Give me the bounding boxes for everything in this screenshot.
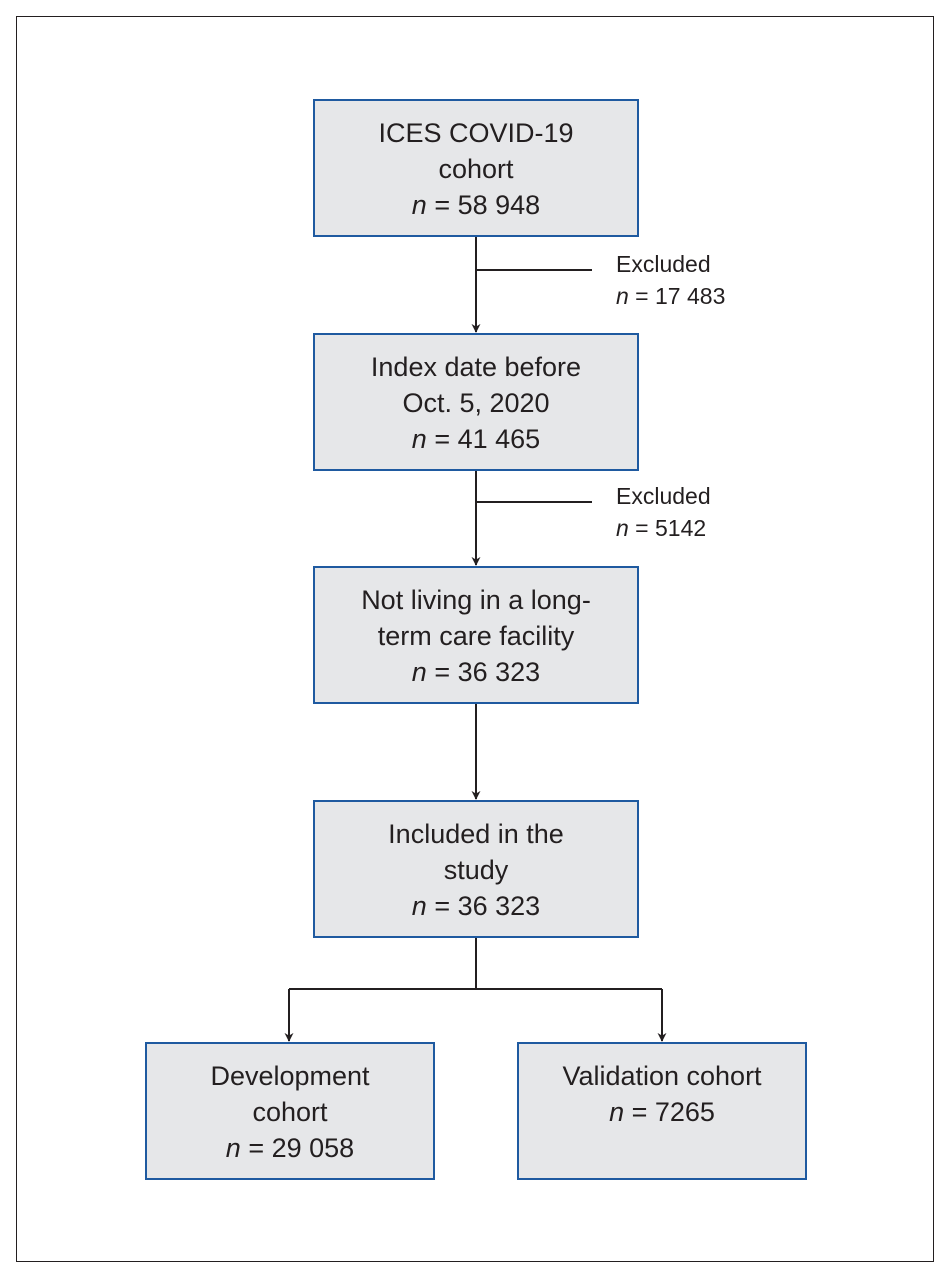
box-line: cohort xyxy=(438,154,514,184)
box-line: term care facility xyxy=(377,621,575,651)
box-count: n = 36 323 xyxy=(411,891,541,921)
figure-frame xyxy=(16,16,934,1262)
box-validation-cohort: Validation cohort n = 7265 xyxy=(517,1042,807,1180)
box-line: Index date before xyxy=(370,352,582,382)
box-line: Oct. 5, 2020 xyxy=(402,388,550,418)
box-line: Development xyxy=(210,1061,370,1091)
box-count: n = 41 465 xyxy=(411,424,541,454)
box-count: n = 36 323 xyxy=(411,657,541,687)
box-not-ltc: Not living in a long- term care facility… xyxy=(313,566,639,704)
box-index-date: Index date before Oct. 5, 2020 n = 41 46… xyxy=(313,333,639,471)
box-ices-covid-cohort: ICES COVID-19 cohort n = 58 948 xyxy=(313,99,639,237)
exclusion-count: n = 17 483 xyxy=(616,283,726,309)
box-development-cohort: Development cohort n = 29 058 xyxy=(145,1042,435,1180)
box-line: Validation cohort xyxy=(562,1061,762,1091)
box-included-in-study: Included in the study n = 36 323 xyxy=(313,800,639,938)
exclusion-label-1: Excluded n = 17 483 xyxy=(616,248,725,312)
box-count: n = 7265 xyxy=(609,1097,715,1127)
box-count: n = 29 058 xyxy=(225,1133,355,1163)
exclusion-label-2: Excluded n = 5142 xyxy=(616,480,711,544)
exclusion-text: Excluded xyxy=(616,483,711,509)
box-line: Included in the xyxy=(388,819,564,849)
box-count: n = 58 948 xyxy=(411,190,541,220)
box-line: study xyxy=(443,855,509,885)
box-line: cohort xyxy=(252,1097,328,1127)
box-line: ICES COVID-19 xyxy=(378,118,574,148)
exclusion-count: n = 5142 xyxy=(616,515,707,541)
exclusion-text: Excluded xyxy=(616,251,711,277)
box-line: Not living in a long- xyxy=(361,585,591,615)
